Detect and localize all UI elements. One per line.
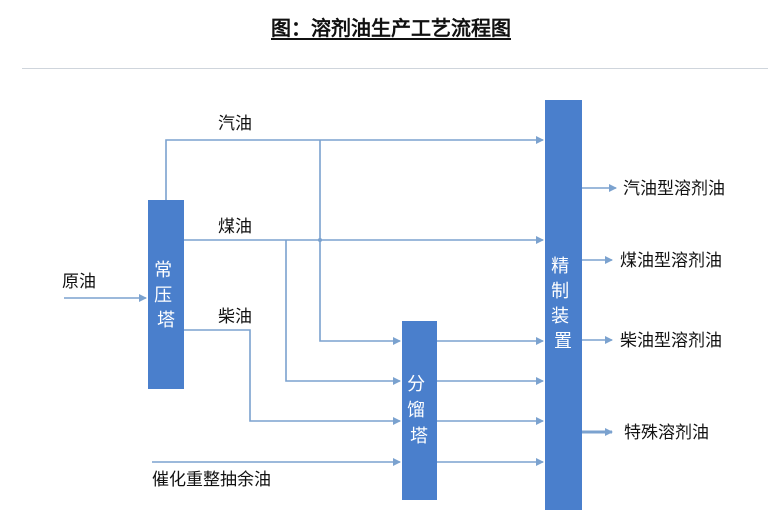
- diesel-arrow: [184, 329, 401, 425]
- junction-dot: [318, 238, 322, 242]
- atmos-char-1: 压: [154, 285, 172, 306]
- gasoline-arrow: [165, 136, 544, 200]
- kerosene-label: 煤油: [218, 217, 252, 237]
- frac-char-0: 分: [407, 374, 425, 395]
- diagram-title: 图：溶剂油生产工艺流程图: [271, 16, 511, 40]
- refine-char-1: 制: [551, 281, 569, 302]
- refine-unit-box: [545, 100, 582, 510]
- product-label-1: 汽油型溶剂油: [623, 179, 725, 199]
- crude-oil-label: 原油: [62, 272, 96, 292]
- atmos-char-0: 常: [154, 260, 172, 281]
- atmos-tower-label: 常 压 塔: [154, 260, 178, 331]
- product-label-4: 特殊溶剂油: [624, 423, 709, 443]
- frac-tower-box: [402, 321, 437, 500]
- refine-unit-label: 精 制 装 置: [551, 256, 575, 352]
- product-label-3: 柴油型溶剂油: [620, 331, 722, 351]
- title-divider: [22, 68, 768, 69]
- gasoline-branch-arrow: [319, 140, 401, 345]
- raffinate-label: 催化重整抽余油: [152, 470, 271, 490]
- atmos-tower-box: [148, 200, 184, 389]
- frac-char-2: 塔: [410, 426, 428, 447]
- frac-tower-label: 分 馏 塔: [407, 374, 431, 447]
- refine-char-3: 置: [554, 331, 572, 352]
- atmos-char-2: 塔: [157, 310, 175, 331]
- refine-char-0: 精: [551, 256, 569, 277]
- diesel-label: 柴油: [218, 307, 252, 327]
- kerosene-branch-arrow: [285, 240, 401, 385]
- product-label-2: 煤油型溶剂油: [620, 251, 722, 271]
- connectors: [64, 136, 617, 466]
- gasoline-label: 汽油: [218, 114, 252, 134]
- frac-char-1: 馏: [407, 400, 425, 421]
- refine-char-2: 装: [551, 306, 569, 327]
